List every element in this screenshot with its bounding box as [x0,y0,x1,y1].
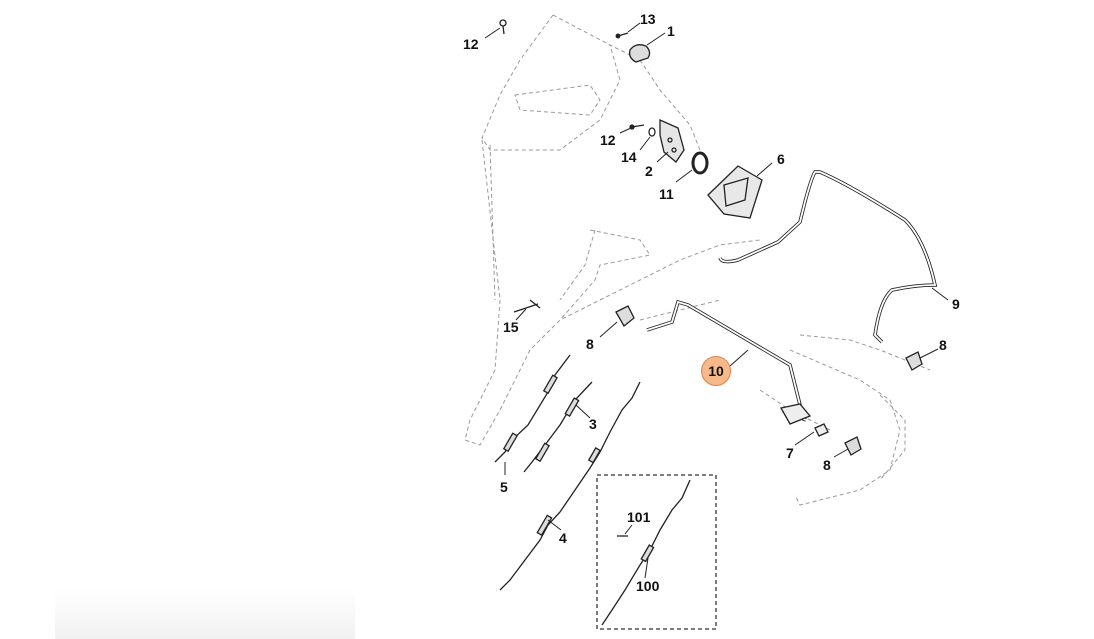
callout-13[interactable]: 13 [640,11,656,27]
callout-8-left[interactable]: 8 [586,336,594,352]
callout-12-top[interactable]: 12 [463,36,479,52]
callout-5[interactable]: 5 [500,479,508,495]
callout-100[interactable]: 100 [636,578,660,594]
callout-10-highlighted[interactable]: 10 [701,356,731,386]
bolt-12-top-icon [499,19,507,35]
leader-lines [484,22,949,579]
rod-10-icon [646,299,812,425]
inset-box-100 [596,474,717,630]
screw-13-icon [615,32,629,39]
cable-5-icon [494,354,571,463]
callout-4[interactable]: 4 [559,530,567,546]
parts [494,19,938,630]
callout-12-mid[interactable]: 12 [600,132,616,148]
callout-15[interactable]: 15 [503,319,519,335]
bottom-fade [55,588,355,639]
ghost-housing [464,14,931,506]
callout-3[interactable]: 3 [589,416,597,432]
ring-11-icon [691,151,709,175]
pin-15-icon [513,299,541,313]
callout-8-bottom[interactable]: 8 [823,457,831,473]
callout-8-right[interactable]: 8 [939,337,947,353]
callout-9[interactable]: 9 [952,296,960,312]
bushing-8c-icon [844,436,862,456]
knob-1-icon [628,44,651,63]
callout-101[interactable]: 101 [627,509,651,525]
control-box-6-icon [707,165,763,219]
bracket-2-icon [659,118,685,163]
cable-3-icon [523,381,593,473]
callout-6[interactable]: 6 [777,151,785,167]
callout-11[interactable]: 11 [659,186,674,202]
bushing-8b-icon [905,351,923,371]
washer-14-icon [648,127,656,137]
callout-1[interactable]: 1 [667,23,675,39]
callout-2[interactable]: 2 [645,163,653,179]
screw-12-mid-icon [629,124,645,130]
callout-7[interactable]: 7 [786,445,794,461]
callout-14[interactable]: 14 [621,149,637,165]
bushing-8a-icon [615,305,635,327]
pin-7-icon [814,423,829,437]
cable-100-icon [601,479,691,626]
